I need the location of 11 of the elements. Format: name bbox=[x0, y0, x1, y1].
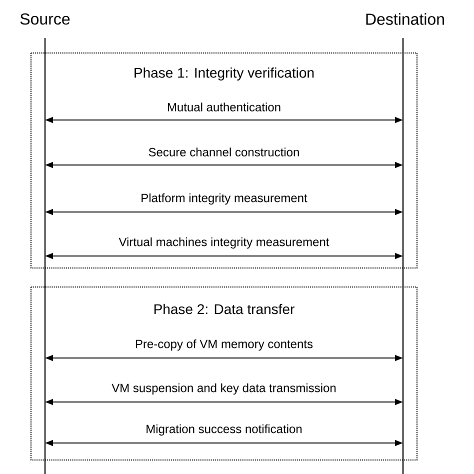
edge-label: VM suspension and key data transmission bbox=[112, 383, 336, 395]
edge-label: Migration success notification bbox=[146, 424, 302, 436]
phase-title: Phase 2: Data transfer bbox=[154, 304, 294, 314]
edge-label: Virtual machines integrity measurement bbox=[118, 237, 330, 249]
edge-label: Platform integrity measurement bbox=[142, 193, 308, 205]
edge-label: Mutual authentication bbox=[168, 102, 280, 112]
lifeline: Source bbox=[20, 13, 70, 474]
phase-title: Phase 1: Integrity verification bbox=[134, 67, 314, 81]
lifeline: Destination bbox=[366, 13, 444, 474]
edge-label: Pre-copy of VM memory contents bbox=[136, 339, 313, 351]
edge-label: Secure channel construction bbox=[148, 148, 299, 156]
